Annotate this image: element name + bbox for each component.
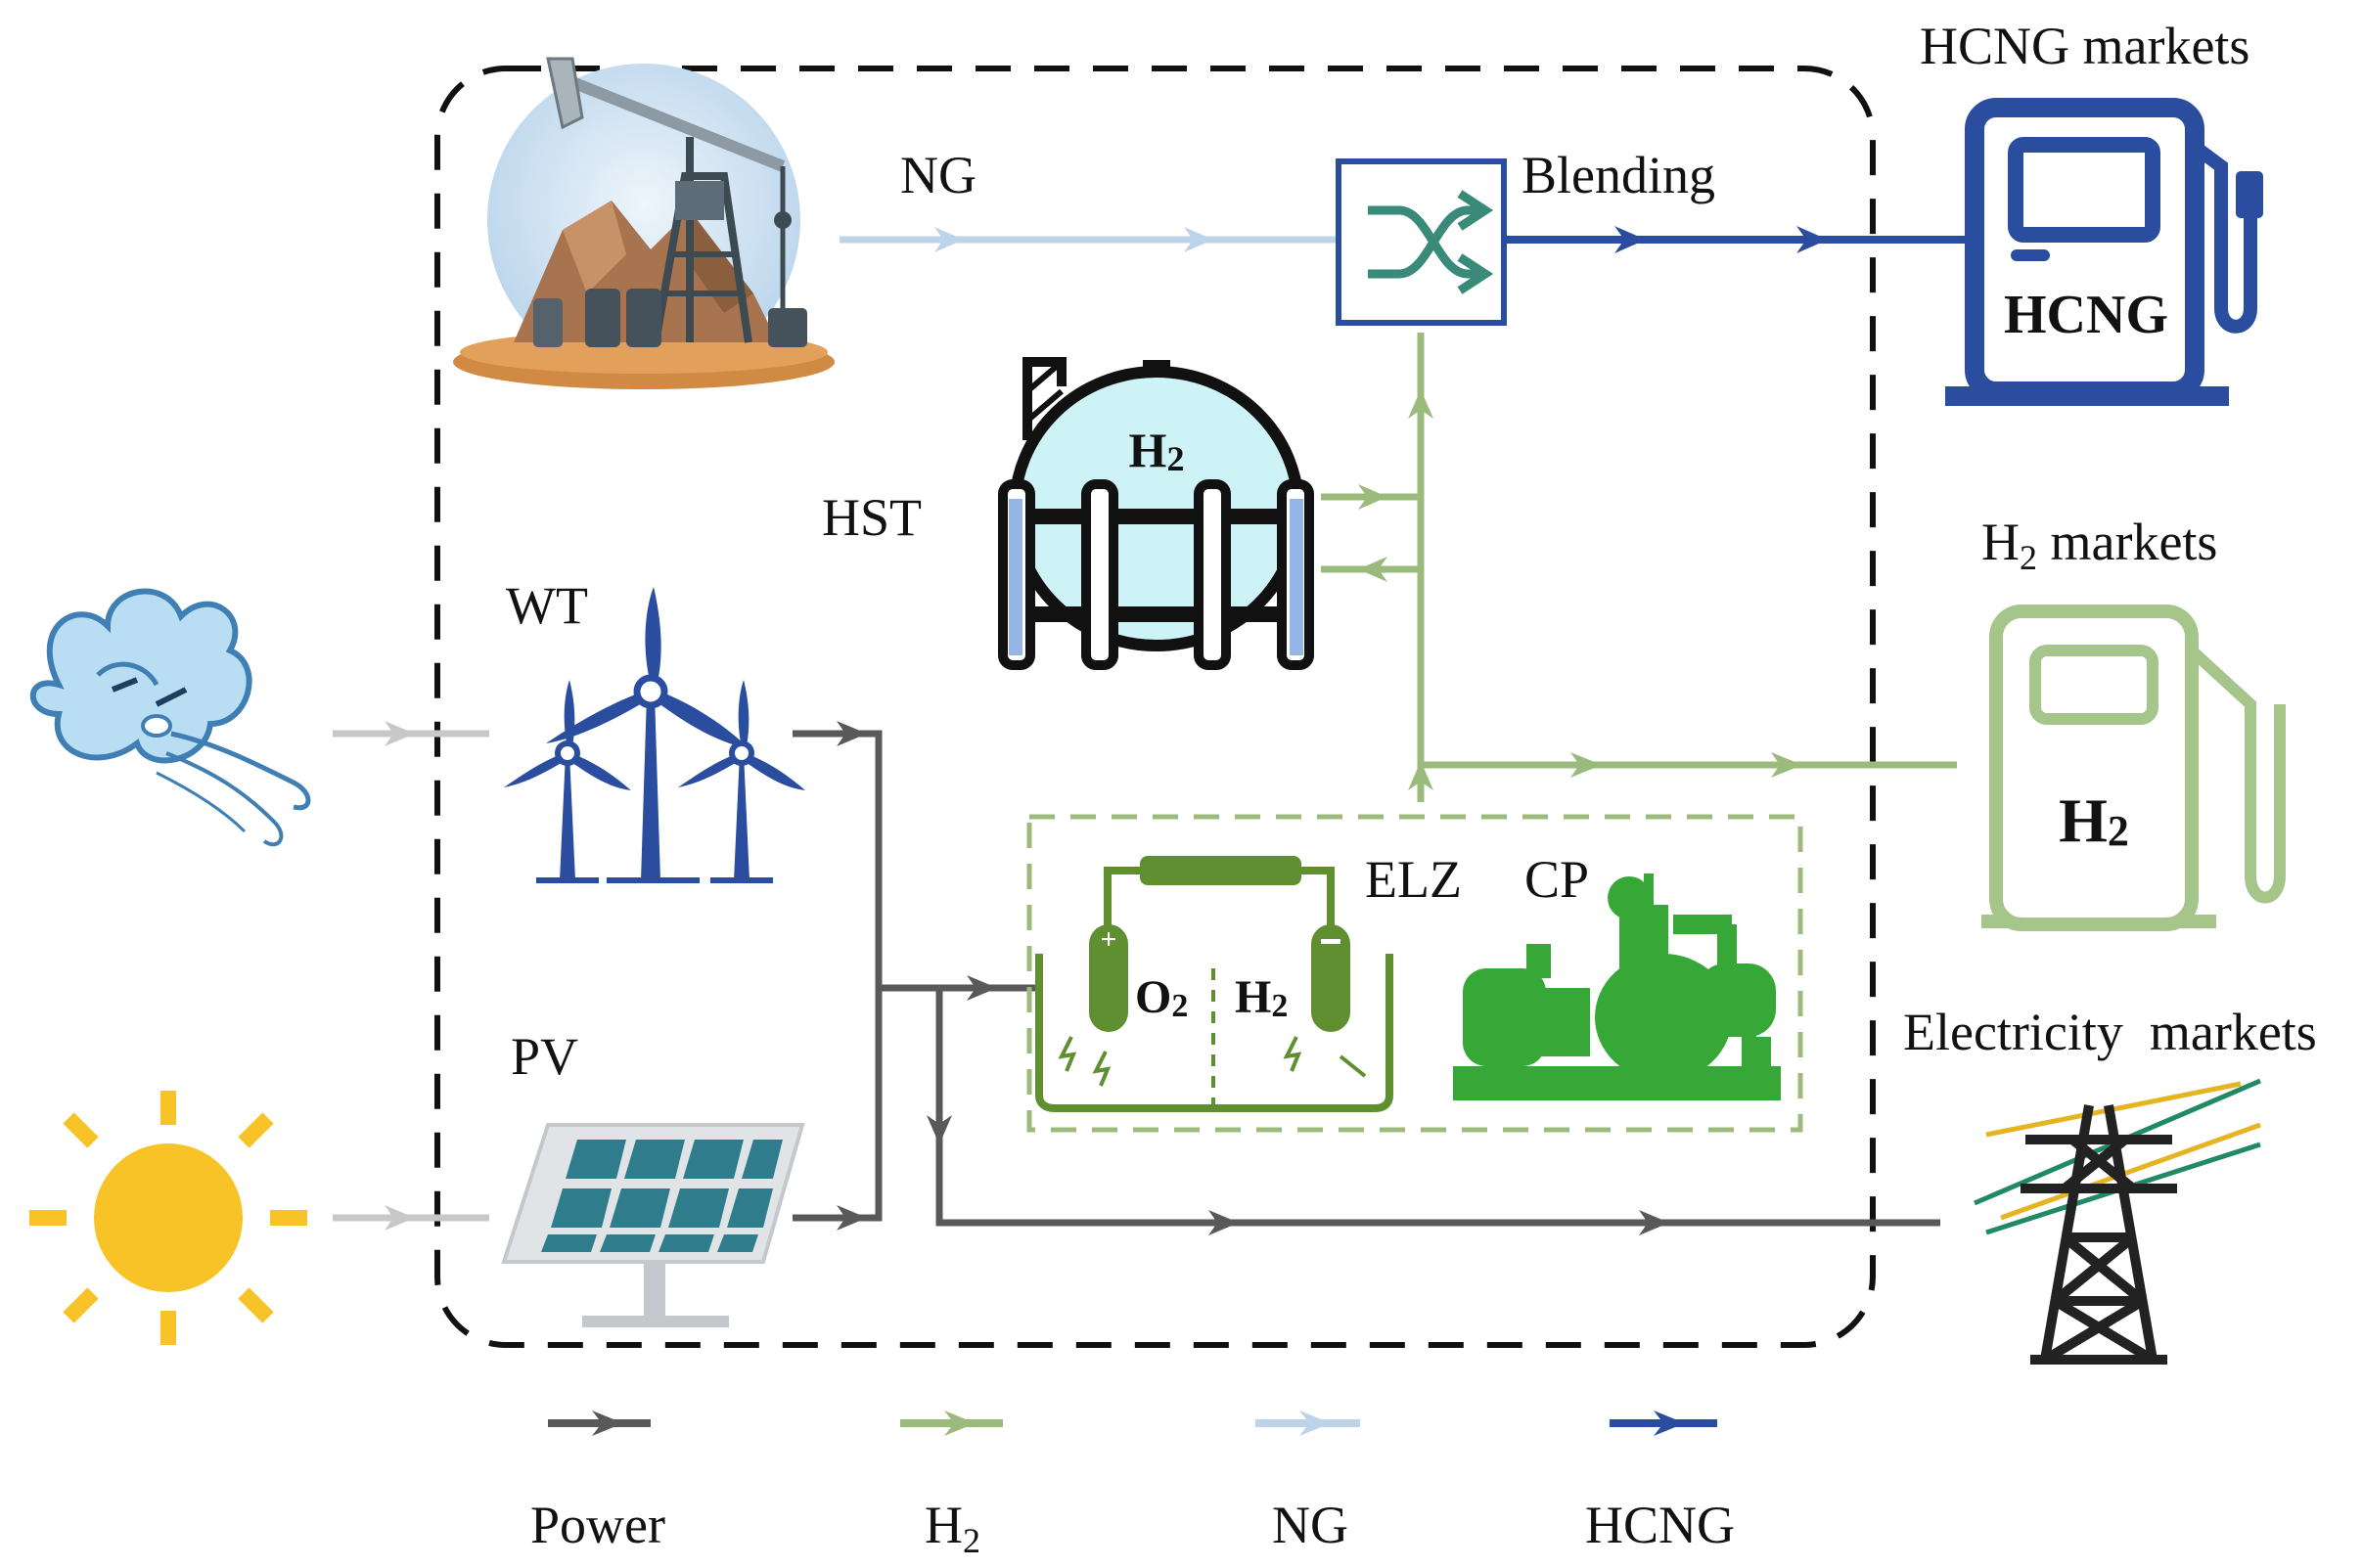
tank-text-sub: 2 <box>1166 439 1184 478</box>
legend-label-h2: H2 <box>925 1496 980 1560</box>
hst-label: HST <box>822 488 922 547</box>
hcng-pump-icon: HCNG <box>1945 98 2263 406</box>
power-to-grid-line <box>935 988 1940 1227</box>
elz-o2-text-main: O <box>1135 971 1171 1023</box>
h2-pump-icon: H2 <box>1981 605 2286 931</box>
h2-pump-text-main: H <box>2059 785 2108 855</box>
system-boundary <box>434 66 1876 1348</box>
wind-cloud-icon <box>29 588 311 847</box>
blending-label: Blending <box>1522 146 1715 204</box>
hcng-markets-label: HCNG markets <box>1920 17 2249 75</box>
svg-text:H2: H2 <box>1235 971 1288 1024</box>
legend-item-hcng: HCNG <box>1585 1411 1735 1554</box>
h2-pump-text-sub: 2 <box>2108 807 2129 855</box>
legend-item-h2: H2 <box>900 1411 1003 1560</box>
svg-text:O2: O2 <box>1135 971 1188 1024</box>
hcng-flow-arrow <box>1796 226 1828 253</box>
ng-flow-arrow <box>1184 227 1213 252</box>
electricity-markets-label: Electricity markets <box>1903 1003 2317 1061</box>
legend-item-power: Power <box>530 1411 665 1554</box>
legend-label-power: Power <box>530 1496 665 1554</box>
wind-source-arrow <box>385 721 415 746</box>
svg-text:H2: H2 <box>2059 785 2129 855</box>
wind-turbines-icon <box>504 587 805 883</box>
power-arrow <box>1639 1210 1669 1235</box>
gas-field-icon <box>453 57 835 389</box>
electrolyzer-icon: + O2 H2 <box>1035 856 1393 1112</box>
h2-from-tank-arrow <box>1358 557 1387 582</box>
svg-text:H2: H2 <box>1129 423 1185 478</box>
ng-flow-arrow <box>934 227 964 252</box>
solar-panel-icon <box>501 1123 805 1327</box>
elz-label: ELZ <box>1365 850 1462 909</box>
sun-icon <box>29 1091 307 1345</box>
hcng-pump-text: HCNG <box>2004 285 2168 345</box>
h2-markets-label-sub: 2 <box>2020 538 2037 577</box>
pv-label: PV <box>511 1027 578 1086</box>
elz-o2-text-sub: 2 <box>1171 988 1188 1024</box>
power-wt-line <box>793 730 883 1222</box>
h2-flow-arrow <box>1771 752 1802 778</box>
legend-label-hcng: HCNG <box>1585 1496 1735 1554</box>
legend: Power H2 NG HCNG <box>530 1411 1735 1560</box>
h2-markets-label-main: H <box>1981 513 2020 571</box>
hcng-flow-arrow <box>1614 226 1646 253</box>
legend-label-ng: NG <box>1272 1496 1348 1554</box>
tank-text-main: H <box>1129 423 1167 477</box>
power-arrow <box>837 721 867 746</box>
h2-markets-label-rest: markets <box>2037 513 2217 571</box>
power-arrow-down <box>927 1115 952 1144</box>
power-arrow <box>837 1205 867 1231</box>
power-arrow <box>1208 1210 1239 1235</box>
power-arrow <box>967 975 997 1001</box>
h2-to-tank-arrow <box>1358 484 1387 510</box>
elz-h2-text-sub: 2 <box>1271 988 1288 1024</box>
elz-cp-group-box <box>1026 814 1803 1133</box>
hydrogen-storage-tank-icon: H2 <box>998 357 1314 670</box>
legend-item-ng: NG <box>1255 1411 1360 1554</box>
cp-label: CP <box>1524 850 1589 909</box>
sun-source-arrow <box>385 1205 415 1231</box>
h2-flow-arrow <box>1570 752 1602 778</box>
h2-flow-arrow-up <box>1408 389 1433 419</box>
h2-flow-arrow-up <box>1408 761 1433 790</box>
blending-mixer-icon <box>1336 158 1507 326</box>
svg-text:+: + <box>1100 923 1116 956</box>
ng-label: NG <box>900 146 977 204</box>
wt-label: WT <box>506 576 588 635</box>
h2-markets-label: H2 markets <box>1981 513 2217 577</box>
transmission-tower-icon <box>1974 1078 2261 1365</box>
elz-h2-text-main: H <box>1235 971 1271 1023</box>
compressor-icon <box>1453 874 1781 1100</box>
